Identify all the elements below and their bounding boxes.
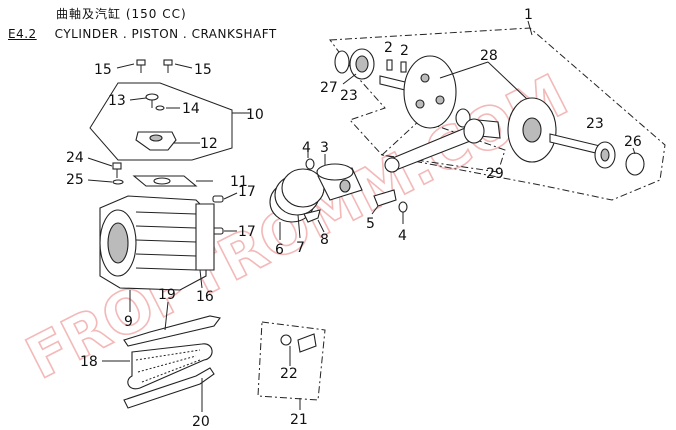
cylinder-9 — [99, 195, 207, 291]
callout-12: 12 — [200, 136, 218, 152]
piston-clip-4b — [398, 201, 408, 213]
key-2b — [400, 61, 407, 73]
bolt-13 — [145, 93, 159, 108]
washer-14 — [155, 105, 165, 111]
connecting-rod-group-outline — [380, 119, 506, 173]
chain-tensioner-20 — [123, 367, 215, 409]
bolt-22 — [297, 333, 317, 353]
callout-5: 5 — [366, 216, 375, 232]
callout-2a: 2 — [384, 40, 393, 56]
washer-22 — [280, 334, 292, 346]
callout-4a: 4 — [302, 140, 311, 156]
callout-27: 27 — [320, 80, 338, 96]
callout-20: 20 — [192, 414, 210, 430]
cam-chain-18 — [127, 343, 213, 390]
gasket-16 — [195, 203, 215, 271]
callout-13: 13 — [108, 93, 126, 109]
callout-16: 16 — [196, 289, 214, 305]
callout-3: 3 — [320, 140, 329, 156]
callout-25: 25 — [66, 172, 84, 188]
piston-3 — [316, 163, 363, 201]
bolt-15-right — [163, 59, 173, 73]
callout-15b: 15 — [194, 62, 212, 78]
title-chinese: 曲軸及汽缸 (150 CC) — [56, 7, 187, 21]
callout-1: 1 — [524, 7, 533, 23]
callout-19: 19 — [158, 287, 176, 303]
piston-pin-5 — [373, 189, 397, 207]
callout-2b: 2 — [400, 43, 409, 59]
section-heading: E4.2 CYLINDER . PISTON . CRANKSHAFT — [8, 27, 277, 41]
callout-6: 6 — [275, 242, 284, 258]
key-2a — [386, 59, 393, 71]
callout-21: 21 — [290, 412, 308, 428]
washer-25 — [112, 179, 124, 185]
callout-7: 7 — [296, 240, 305, 256]
crankshaft-right-stub — [549, 133, 601, 155]
tensioner-bolt-group-outline — [257, 321, 326, 401]
callout-9: 9 — [124, 314, 133, 330]
callout-15a: 15 — [94, 62, 112, 78]
callout-28: 28 — [480, 48, 498, 64]
callout-11: 11 — [230, 174, 248, 190]
callout-4b: 4 — [398, 228, 407, 244]
chain-guide-19 — [123, 315, 221, 347]
bolt-24 — [112, 162, 122, 178]
valve-group-outline — [89, 82, 233, 161]
crank-web-left — [403, 55, 457, 129]
callout-18: 18 — [80, 354, 98, 370]
callout-10: 10 — [246, 107, 264, 123]
callout-22: 22 — [280, 366, 298, 382]
gear-26 — [625, 152, 645, 176]
oil-seal-23-left — [334, 50, 350, 74]
callout-14: 14 — [182, 101, 200, 117]
section-title: CYLINDER . PISTON . CRANKSHAFT — [54, 27, 277, 41]
callout-8: 8 — [320, 232, 329, 248]
callout-23b: 23 — [586, 116, 604, 132]
oil-ring-8 — [303, 209, 321, 223]
piston-clip-4a — [305, 158, 315, 170]
crankshaft-group-outline — [329, 27, 666, 201]
callout-23a: 23 — [340, 88, 358, 104]
callout-17a: 17 — [238, 184, 256, 200]
bolt-15-left — [136, 59, 146, 73]
callout-24: 24 — [66, 150, 84, 166]
callout-26: 26 — [624, 134, 642, 150]
callout-29: 29 — [486, 166, 504, 182]
section-code: E4.2 — [8, 27, 37, 41]
dowel-pin-17a — [212, 195, 224, 203]
callout-17b: 17 — [238, 224, 256, 240]
